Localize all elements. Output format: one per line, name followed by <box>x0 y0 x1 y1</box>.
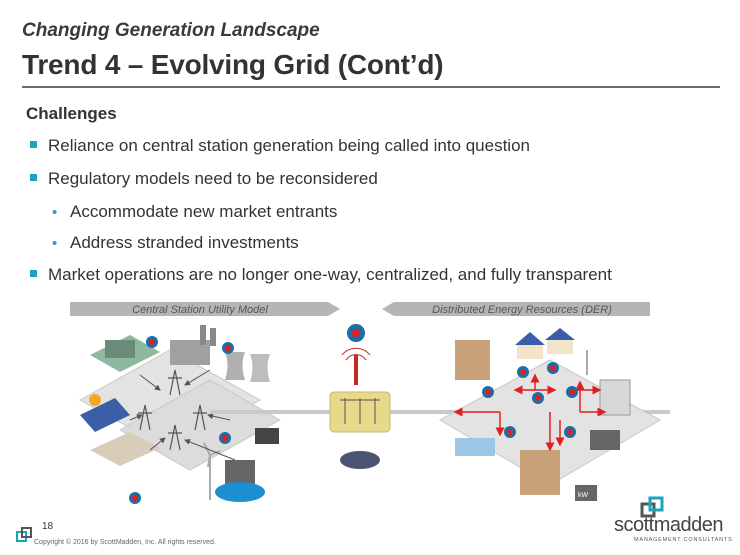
bullet-3: Market operations are no longer one-way,… <box>30 265 612 285</box>
brand-tagline: MANAGEMENT CONSULTANTS <box>634 537 733 543</box>
scottmadden-logo-small-icon <box>16 527 32 542</box>
dot-bullet-icon: • <box>52 235 58 252</box>
brand-name: scottmadden <box>614 514 724 536</box>
house-solar-icon <box>515 328 575 359</box>
der-model: kW <box>438 328 662 501</box>
power-flow-arrows <box>129 369 236 461</box>
transmission-tower-icon <box>138 369 207 451</box>
sub-bullet-2: •Address stranded investments <box>52 233 299 252</box>
dot-bullet-icon: • <box>52 204 58 221</box>
der-arrow: Distributed Energy Resources (DER) <box>382 302 650 316</box>
power-plant-icon <box>170 325 216 365</box>
title-divider <box>22 86 720 88</box>
central-station-label: Central Station Utility Model <box>132 304 268 316</box>
control-center-icon <box>340 451 380 469</box>
square-bullet-icon <box>30 270 37 277</box>
coal-plant-icon <box>90 335 160 372</box>
central-station-model <box>78 325 282 504</box>
factory-icon <box>90 432 160 466</box>
sub-bullet-1: •Accommodate new market entrants <box>52 202 338 221</box>
page-number: 18 <box>42 521 54 532</box>
ev-charging-icon <box>455 438 495 456</box>
square-bullet-icon <box>30 141 37 148</box>
battery-storage-icon <box>590 430 620 450</box>
cooling-tower-icon <box>225 352 270 382</box>
cell-tower-icon <box>341 324 371 385</box>
grid-illustration: kW <box>78 324 670 504</box>
solar-farm-icon <box>80 394 130 432</box>
smart-meter-icon <box>129 336 234 504</box>
central-station-arrow: Central Station Utility Model <box>70 302 340 316</box>
challenges-heading: Challenges <box>26 104 117 123</box>
der-label: Distributed Energy Resources (DER) <box>432 304 612 316</box>
der-flow-arrows <box>453 373 607 452</box>
bullet-1: Reliance on central station generation b… <box>30 136 530 156</box>
svg-text:kW: kW <box>578 492 589 499</box>
office-building-icon <box>455 340 490 380</box>
apartment-solar-icon <box>520 450 560 495</box>
substation-icon <box>329 391 391 433</box>
bullet-2: Regulatory models need to be reconsidere… <box>30 169 378 189</box>
section-subtitle: Changing Generation Landscape <box>22 20 320 41</box>
nuclear-plant-icon <box>215 460 265 502</box>
battery-icon <box>255 428 279 444</box>
scottmadden-logo-icon <box>640 496 664 518</box>
square-bullet-icon <box>30 174 37 181</box>
kwh-price-icon: kW <box>575 485 597 501</box>
slide-title: Trend 4 – Evolving Grid (Cont’d) <box>22 49 444 80</box>
copyright-text: Copyright © 2016 by ScottMadden, Inc. Al… <box>34 539 216 546</box>
smart-meter-icon <box>482 362 578 438</box>
warehouse-icon <box>599 379 631 416</box>
